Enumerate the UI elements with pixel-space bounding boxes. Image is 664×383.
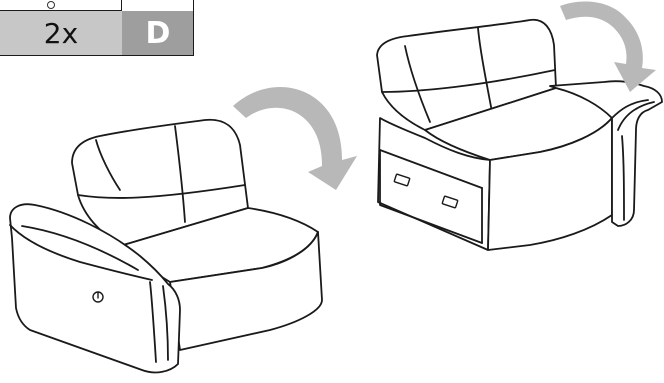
rotate-arrow-icon xyxy=(560,1,656,92)
left-seat-module xyxy=(9,118,323,374)
power-button-icon xyxy=(92,291,104,303)
part-label-top-strip xyxy=(0,0,122,11)
part-letter: D xyxy=(122,11,194,56)
screw-icon xyxy=(47,1,55,9)
part-quantity: 2x xyxy=(0,11,122,56)
right-seat-module xyxy=(376,18,663,251)
part-label: 2x D xyxy=(0,0,194,56)
rotate-arrow-icon xyxy=(233,87,357,190)
